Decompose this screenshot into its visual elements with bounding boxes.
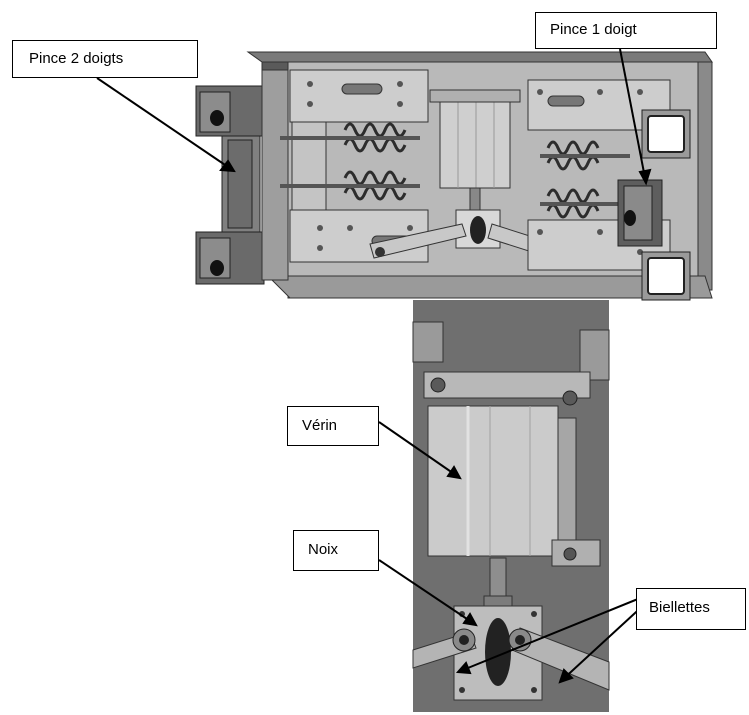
label-verin: Vérin xyxy=(287,406,379,446)
leader-lines xyxy=(96,48,661,684)
label-pince-2-doigts: Pince 2 doigts xyxy=(12,40,198,78)
arrowhead-pince1 xyxy=(638,168,652,186)
leader-biellettes-1 xyxy=(457,589,661,673)
gripper-assembly-view xyxy=(195,51,713,301)
label-biellettes: Biellettes xyxy=(636,588,746,630)
arrowhead-pince2 xyxy=(219,159,236,173)
leader-pince2 xyxy=(96,77,235,172)
arrowhead-biellettes-2 xyxy=(558,668,574,684)
label-noix: Noix xyxy=(293,530,379,571)
leader-noix xyxy=(378,559,477,626)
arrowhead-verin xyxy=(446,465,462,480)
arrowhead-noix xyxy=(462,612,478,627)
two-finger-gripper xyxy=(195,69,289,285)
cylinder-detail-view xyxy=(412,300,610,712)
one-finger-gripper xyxy=(617,179,663,247)
label-pince-1-doigt: Pince 1 doigt xyxy=(535,12,717,49)
leader-verin xyxy=(378,421,461,479)
leader-pince1 xyxy=(619,48,647,184)
arrowhead-biellettes-1 xyxy=(455,661,472,675)
